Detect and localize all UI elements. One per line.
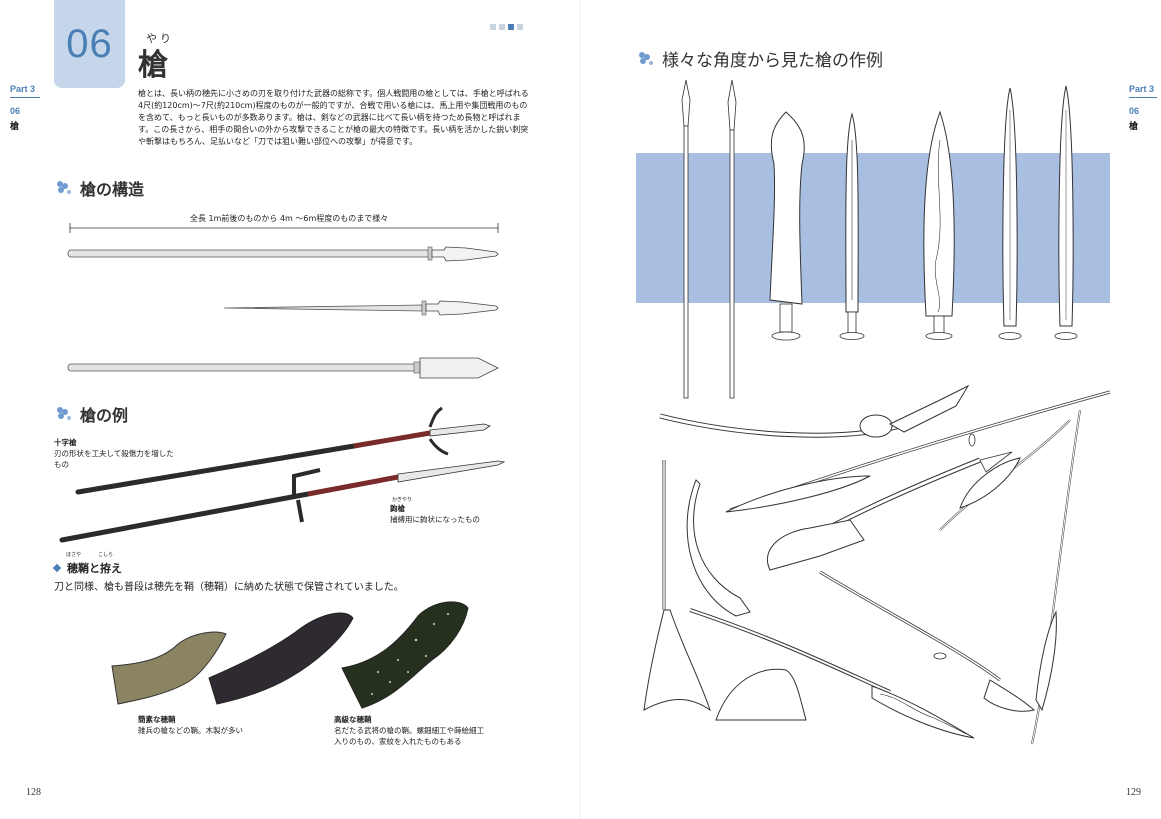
side-tab-part: Part 3 bbox=[1129, 84, 1155, 94]
flower-bullet-icon bbox=[639, 51, 653, 65]
side-tab-part: Part 3 bbox=[10, 84, 36, 94]
chapter-number-tab: 06 bbox=[54, 0, 125, 88]
side-tab-right: Part 3 06 槍 bbox=[1129, 84, 1157, 132]
side-tab-left: Part 3 06 槍 bbox=[10, 84, 40, 132]
intro-paragraph: 槍とは、長い柄の穂先に小さめの刃を取り付けた武器の総称です。個人戦闘用の槍として… bbox=[138, 89, 529, 146]
plain-sheath-title: 簡素な穂鞘 bbox=[138, 715, 176, 724]
right-page-heading-text: 様々な角度から見た槍の作例 bbox=[662, 51, 883, 71]
side-tab-topic: 槍 bbox=[1129, 121, 1139, 131]
kagiyari-title: 鉤槍 bbox=[390, 504, 405, 513]
luxury-sheath-caption: 高級な穂鞘 名だたる武将の槍の鞘。螺鈿細工や蒔絵細工 入りのもの、家紋を入れたも… bbox=[334, 714, 514, 747]
dimension-label: 全長 1m前後のものから 4m 〜6m程度のものまで様々 bbox=[190, 214, 389, 223]
jumonji-spear-illustration bbox=[75, 406, 491, 495]
chapter-number: 06 bbox=[66, 21, 113, 66]
spear-illustration-long bbox=[67, 246, 499, 262]
luxury-sheath-desc1: 名だたる武将の槍の鞘。螺鈿細工や蒔絵細工 bbox=[334, 726, 484, 735]
side-tab-rule bbox=[1129, 97, 1157, 98]
plain-sheath-dark bbox=[208, 612, 354, 705]
section-heading-text: 槍の例 bbox=[80, 406, 129, 425]
plain-sheath-desc: 雑兵の槍などの鞘。木製が多い bbox=[138, 726, 243, 735]
page-gutter bbox=[579, 0, 581, 819]
flower-bullet-icon bbox=[57, 181, 71, 194]
kagiyari-desc: 捕縛用に鉤状になったもの bbox=[390, 515, 480, 524]
left-page: 06 やり 槍 Part 3 06 槍 槍とは、長い柄の穂先に小さめの刃を取り付… bbox=[0, 0, 580, 819]
kagiyari-illustration bbox=[59, 460, 506, 543]
page-title: 槍 bbox=[138, 48, 168, 83]
right-page-heading: 様々な角度から見た槍の作例 bbox=[636, 46, 883, 71]
diamond-bullet-icon bbox=[52, 563, 62, 573]
luxury-sheath-title: 高級な穂鞘 bbox=[334, 715, 372, 724]
plain-sheath-caption: 簡素な穂鞘 雑兵の槍などの鞘。木製が多い bbox=[138, 714, 268, 736]
sheath-description: 刀と同様、槍も普段は穂先を鞘（穂鞘）に納めた状態で保管されていました。 bbox=[54, 582, 404, 593]
flower-bullet-icon bbox=[57, 407, 71, 420]
hosaya-ruby: ほさや bbox=[66, 552, 82, 558]
kagiyari-caption: 鉤槍 捕縛用に鉤状になったもの bbox=[390, 503, 500, 525]
section-heading-examples: 槍の例 bbox=[54, 402, 128, 426]
sheath-subheading-text: 穂鞘と拵え bbox=[67, 562, 122, 575]
upright-spearheads-illustration bbox=[681, 79, 1078, 399]
spear-illustration-broad bbox=[67, 357, 499, 379]
title-ruby: やり bbox=[146, 32, 174, 45]
section-heading-text: 槍の構造 bbox=[80, 180, 145, 199]
side-tab-number: 06 bbox=[1129, 106, 1140, 116]
side-tab-topic: 槍 bbox=[10, 121, 20, 131]
luxury-sheath-desc2: 入りのもの、家紋を入れたものもある bbox=[334, 737, 462, 746]
section-heading-structure: 槍の構造 bbox=[54, 176, 144, 200]
angled-spears-illustration bbox=[643, 384, 1111, 745]
plain-sheath-wooden bbox=[111, 631, 227, 705]
page-number-left: 128 bbox=[26, 787, 41, 798]
kagiyari-ruby: かぎやり bbox=[392, 497, 413, 503]
koshirae-ruby: こしら bbox=[98, 552, 114, 558]
page-number-right: 129 bbox=[1126, 787, 1141, 798]
right-page: 様々な角度から見た槍の作例 Part 3 06 槍 bbox=[580, 0, 1161, 819]
side-tab-number: 06 bbox=[10, 106, 21, 116]
dimension-line bbox=[69, 223, 499, 233]
luxury-sheath-inlaid bbox=[341, 601, 469, 709]
sheath-subheading: 穂鞘と拵え bbox=[52, 560, 122, 576]
blue-background-panel bbox=[636, 153, 1110, 303]
jumonji-desc: 刃の形状を工夫して殺傷力を増したもの bbox=[54, 449, 174, 469]
jumonji-caption: 十字槍 刃の形状を工夫して殺傷力を増したもの bbox=[54, 437, 174, 470]
jumonji-title: 十字槍 bbox=[54, 438, 77, 447]
side-tab-rule bbox=[10, 97, 40, 98]
spear-illustration-short bbox=[223, 300, 499, 316]
page-indicator-squares bbox=[490, 24, 523, 30]
